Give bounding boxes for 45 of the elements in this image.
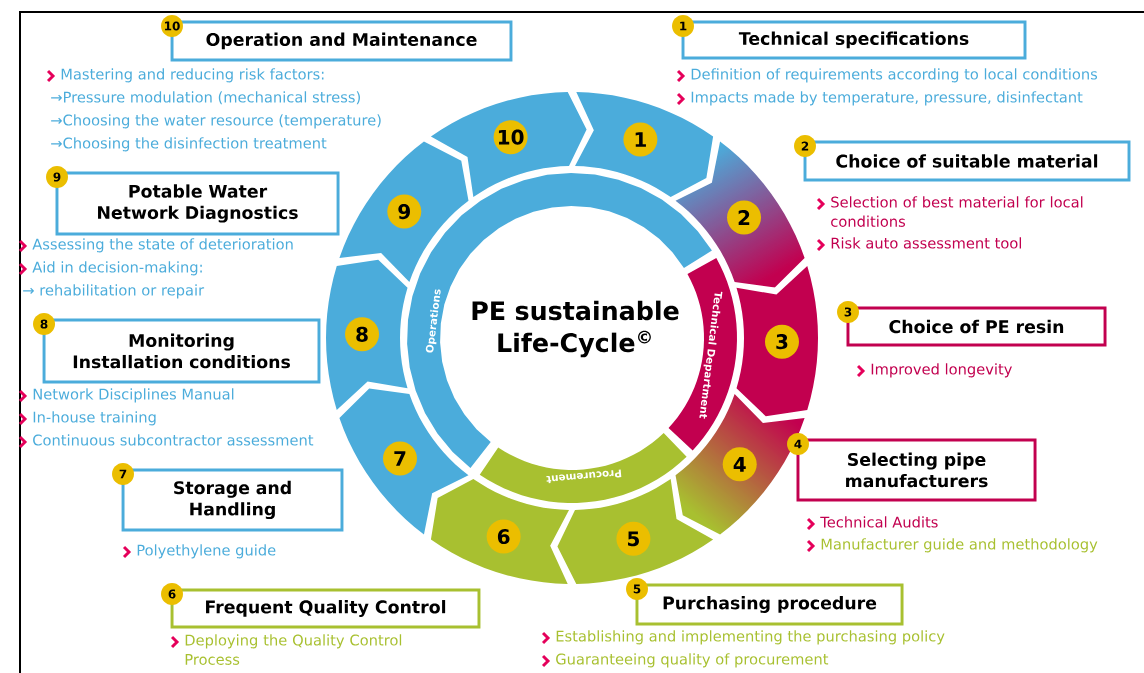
node-label: 10 bbox=[498, 129, 524, 145]
chevron-segment: 9 bbox=[339, 141, 469, 282]
node-label: 9 bbox=[398, 204, 410, 220]
bullet-item: Mastering and reducing risk factors: bbox=[46, 68, 324, 83]
bullet-item: Impacts made by temperature, pressure, disinfectant bbox=[676, 91, 1083, 106]
title-box: Frequent Quality Control 6 bbox=[161, 583, 481, 629]
title-box: Potable Water Network Diagnostics 9 bbox=[46, 166, 340, 236]
bullet-item: Network Disciplines Manual bbox=[18, 388, 234, 403]
bullet-item: →Pressure modulation (mechanical stress) bbox=[51, 91, 360, 105]
bullet-item: Selection of best material for local conditions bbox=[816, 196, 1083, 227]
bullet-item: → rehabilitation or repair bbox=[23, 284, 205, 299]
ring-band: Procurement bbox=[479, 432, 687, 503]
bullet-item: Technical Audits bbox=[806, 516, 938, 531]
bullet-item: Manufacturer guide and methodology bbox=[806, 538, 1098, 553]
node-label: 8 bbox=[356, 326, 368, 342]
bullet-item: Establishing and implementing the purchasing policy bbox=[541, 630, 945, 645]
title-box: Storage and Handling 7 bbox=[112, 463, 344, 532]
bullet-item: →Choosing the water resource (temperature) bbox=[51, 114, 381, 129]
bullet-item: Aid in decision-making: bbox=[18, 261, 202, 276]
chevron-segment: 2 bbox=[727, 200, 762, 235]
title-box: Choice of suitable material 2 bbox=[794, 135, 1131, 182]
title-box: Selecting pipe manufacturers 4 bbox=[787, 433, 1037, 502]
node-label: 1 bbox=[635, 132, 646, 147]
node-label: 5 bbox=[628, 531, 639, 547]
title-box: Purchasing procedure 5 bbox=[626, 578, 904, 626]
title-box: Technical specifications 1 bbox=[672, 15, 1027, 60]
bullet-item: Risk auto assessment tool bbox=[816, 237, 1021, 252]
title-box: Operation and Maintenance 10 bbox=[161, 15, 513, 62]
node-label: Operations bbox=[425, 289, 441, 353]
bullet-item: Improved longevity bbox=[856, 363, 1012, 378]
bullet-item: In-house training bbox=[18, 411, 156, 426]
bullet-item: Definition of requirements according to local conditions bbox=[676, 68, 1098, 83]
bullet-item: Assessing the state of deterioration bbox=[18, 238, 293, 253]
bullet-item: →Choosing the disinfection treatment bbox=[51, 137, 327, 152]
bullet-item: Polyethylene guide bbox=[122, 544, 276, 559]
node-label: 6 bbox=[497, 529, 510, 545]
chevron-segment: 7 bbox=[339, 388, 469, 535]
bullet-item: Guaranteeing quality of procurement bbox=[541, 653, 829, 668]
bullet-item: Continuous subcontractor assessment bbox=[18, 434, 314, 449]
chevron-segment: 4 bbox=[722, 447, 757, 482]
bullet-item: Deploying the Quality Control Process bbox=[170, 634, 402, 665]
chevron-segment: 3 bbox=[736, 266, 818, 417]
title-box: Monitoring Installation conditions 8 bbox=[33, 313, 321, 384]
title-box: Choice of PE resin 3 bbox=[837, 301, 1107, 347]
chevron-segment: 8 bbox=[326, 259, 408, 410]
